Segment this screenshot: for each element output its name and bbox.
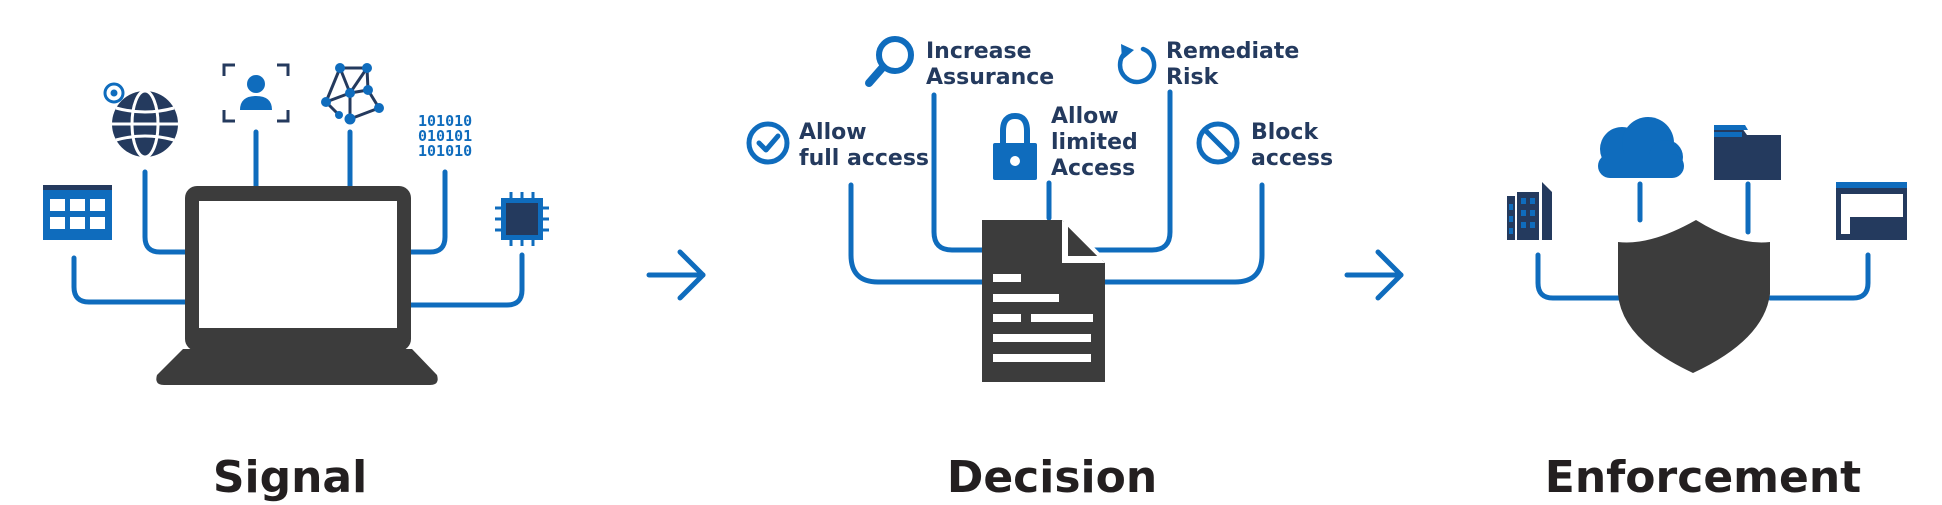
user-focus-icon: [222, 63, 290, 123]
blocked-icon: [1196, 121, 1240, 165]
option-label: Allow: [1051, 104, 1119, 129]
binary-line: 101010: [418, 142, 472, 160]
building-icon: [1507, 182, 1552, 240]
signal-stage: 101010 010101 101010 Signal: [43, 63, 549, 503]
binary-line: 010101: [418, 127, 472, 145]
arrow-right-icon: [646, 249, 706, 301]
decision-stage: Allow full access Increase Assurance All…: [746, 36, 1333, 503]
option-label: limited: [1051, 130, 1138, 155]
option-block-access: Block access: [1196, 120, 1333, 171]
binary-line: 101010: [418, 112, 472, 130]
binary-data-icon: 101010 010101 101010: [418, 112, 472, 160]
option-label: Risk: [1166, 65, 1220, 90]
browser-window-icon: [1836, 182, 1907, 240]
option-label: access: [1251, 146, 1333, 171]
stage-title-decision: Decision: [947, 452, 1157, 503]
option-label: Assurance: [926, 65, 1054, 90]
shield-icon: [1618, 220, 1770, 373]
stage-title-enforcement: Enforcement: [1545, 452, 1861, 503]
option-allow-limited-access: Allow limited Access: [993, 104, 1138, 181]
enforcement-connectors: [1535, 181, 1871, 301]
padlock-icon: [993, 112, 1037, 180]
signal-connectors: [71, 129, 525, 308]
checkmark-circle-icon: [746, 121, 790, 165]
laptop-icon: [156, 186, 438, 385]
arrow-right-icon: [1344, 249, 1404, 301]
option-label: Remediate: [1166, 39, 1299, 64]
enforcement-stage: Enforcement: [1507, 117, 1907, 503]
folder-icon: [1714, 125, 1781, 180]
document-icon: [982, 220, 1105, 382]
stage-title-signal: Signal: [213, 452, 367, 503]
option-label: Allow: [799, 120, 867, 145]
option-label: Increase: [926, 39, 1032, 64]
refresh-icon: [1117, 44, 1157, 85]
cloud-icon: [1598, 117, 1684, 178]
option-label: Block: [1251, 120, 1319, 145]
app-grid-icon: [43, 185, 112, 240]
decision-connectors: [848, 89, 1265, 285]
option-label: full access: [799, 146, 929, 171]
chip-icon: [495, 192, 549, 246]
network-icon: [321, 63, 384, 125]
magnifier-icon: [865, 36, 914, 87]
option-allow-full-access: Allow full access: [746, 120, 929, 171]
option-increase-assurance: Increase Assurance: [865, 36, 1054, 90]
globe-icon: [103, 82, 178, 159]
option-remediate-risk: Remediate Risk: [1117, 39, 1299, 90]
option-label: Access: [1051, 156, 1135, 181]
